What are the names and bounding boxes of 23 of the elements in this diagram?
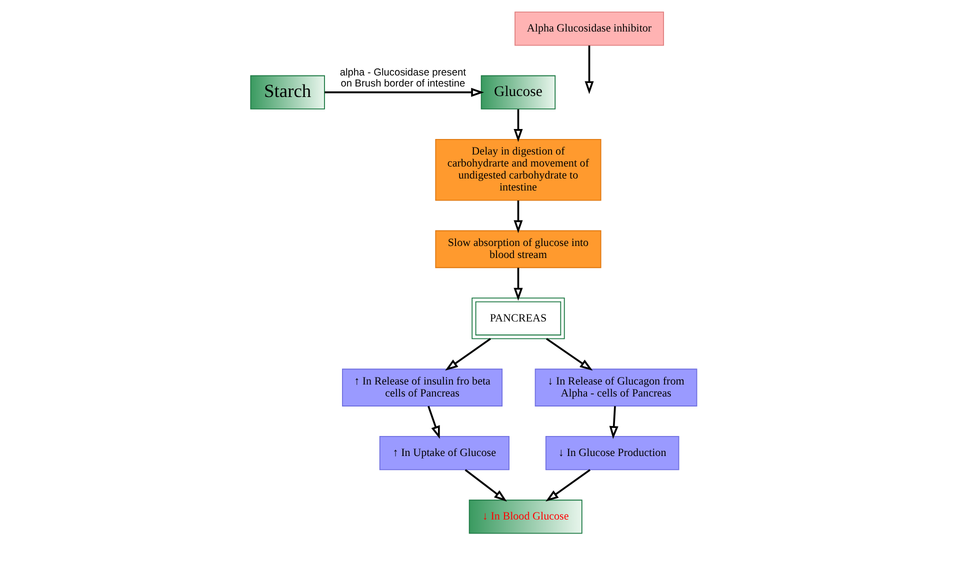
node-box: PANCREAS: [472, 298, 565, 340]
arrow: [514, 268, 523, 301]
node-box: Glucose: [480, 75, 556, 110]
node-box: ↑ In Release of insulin fro beta cells of Pancreas: [342, 368, 503, 406]
arrow: [445, 338, 491, 371]
node-box: Starch: [250, 75, 325, 110]
node-box: ↑ In Uptake of Glucose: [379, 436, 510, 470]
arrow: [464, 469, 507, 502]
node-box: Delay in digestion of carbohydrarte and movement of undigested carbohydrate to intestine: [435, 138, 602, 201]
arrow: [546, 469, 591, 502]
arrow: [324, 88, 484, 97]
node-box: ↓ In Release of Glucagon from Alpha - cells of Pancreas: [534, 368, 698, 406]
arrow: [584, 46, 594, 94]
node-box: ↓ In Blood Glucose: [468, 500, 582, 534]
arrow: [514, 109, 523, 142]
node-box: Alpha Glucosidase inhibitor: [514, 12, 664, 46]
node-box: ↓ In Glucose Production: [545, 436, 680, 470]
arrow: [514, 200, 523, 234]
arrow: [428, 406, 440, 439]
edge-label: alpha - Glucosidase present on Brush border of intestine: [340, 68, 466, 90]
node-box: Slow absorption of glucose into blood stream: [435, 230, 602, 268]
arrow: [546, 338, 593, 371]
arrow: [609, 406, 618, 440]
